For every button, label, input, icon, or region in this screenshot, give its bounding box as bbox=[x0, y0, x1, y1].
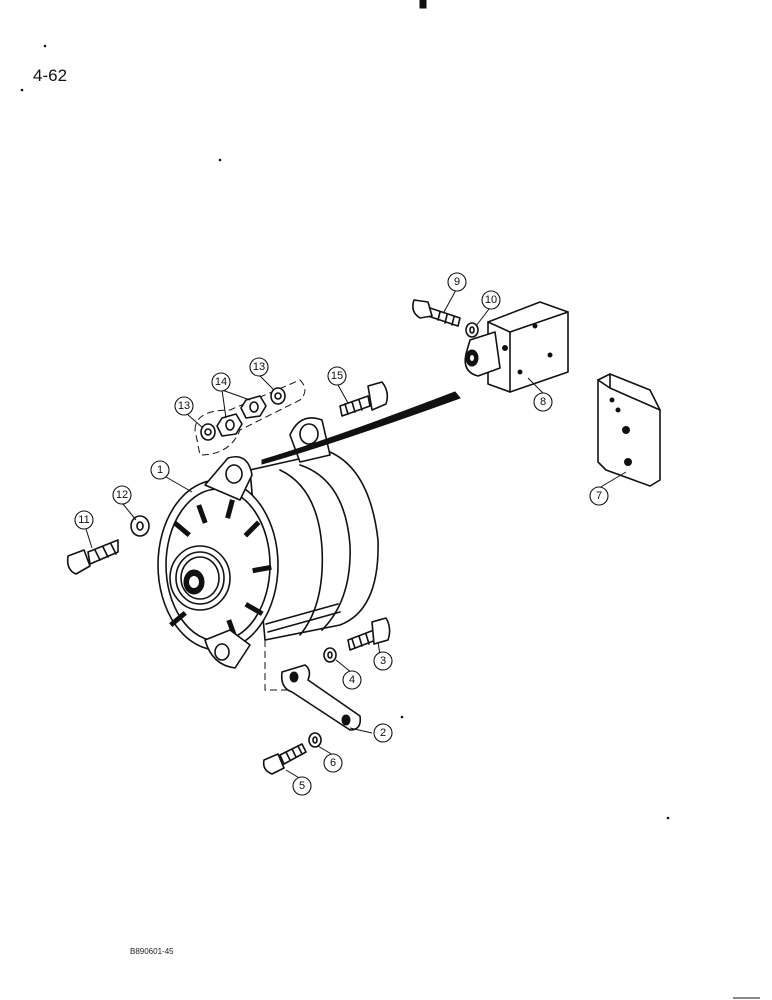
speck bbox=[20, 88, 24, 92]
svg-text:14: 14 bbox=[215, 376, 227, 388]
bolt-11 bbox=[66, 539, 119, 575]
svg-text:15: 15 bbox=[331, 370, 343, 382]
speck bbox=[400, 715, 404, 719]
svg-text:11: 11 bbox=[78, 514, 89, 526]
bolt-9 bbox=[412, 299, 461, 327]
speck bbox=[218, 158, 222, 162]
bolt-3 bbox=[347, 617, 391, 651]
page-number: 4-62 bbox=[33, 66, 68, 85]
svg-text:5: 5 bbox=[299, 780, 305, 792]
bolt-5 bbox=[262, 743, 307, 775]
svg-text:6: 6 bbox=[330, 757, 336, 769]
callout-13-left: 13 bbox=[174, 396, 194, 416]
mounting-bracket-8 bbox=[464, 301, 569, 393]
svg-text:1: 1 bbox=[157, 464, 163, 476]
bolt-15 bbox=[339, 381, 389, 417]
callout-13-right: 13 bbox=[249, 357, 269, 377]
svg-text:13: 13 bbox=[253, 361, 265, 373]
svg-text:4: 4 bbox=[349, 674, 355, 686]
callout-1: 1 bbox=[150, 460, 170, 480]
adjusting-link-2 bbox=[280, 664, 362, 731]
svg-text:3: 3 bbox=[380, 655, 386, 667]
spacer-plate-7 bbox=[597, 373, 661, 487]
speck bbox=[666, 816, 670, 820]
svg-text:2: 2 bbox=[380, 727, 386, 739]
svg-text:9: 9 bbox=[454, 276, 460, 288]
lock-washer-4 bbox=[323, 647, 337, 663]
callout-3: 3 bbox=[373, 651, 393, 671]
phantom-outline-lower bbox=[264, 640, 290, 691]
svg-text:10: 10 bbox=[485, 294, 497, 306]
lock-washer-13a bbox=[200, 423, 216, 441]
lock-washer-6 bbox=[308, 732, 322, 748]
callout-5: 5 bbox=[292, 776, 312, 796]
figure-code: B890601-45 bbox=[130, 947, 174, 956]
phantom-outline-upper bbox=[194, 379, 306, 456]
svg-text:8: 8 bbox=[540, 396, 546, 408]
washer-12 bbox=[130, 515, 150, 537]
top-crop-mark bbox=[419, 0, 427, 9]
callout-8: 8 bbox=[533, 392, 553, 412]
callout-15: 15 bbox=[327, 366, 347, 386]
callout-2: 2 bbox=[373, 723, 393, 743]
lock-washer-10 bbox=[465, 322, 479, 338]
svg-text:12: 12 bbox=[116, 489, 128, 501]
callout-7: 7 bbox=[589, 486, 609, 506]
callout-10: 10 bbox=[481, 290, 501, 310]
alternator-part bbox=[157, 391, 461, 669]
nut-14a bbox=[216, 413, 243, 437]
callout-11: 11 bbox=[74, 510, 94, 530]
speck bbox=[43, 44, 47, 48]
nut-14b bbox=[240, 395, 267, 419]
svg-text:13: 13 bbox=[178, 400, 190, 412]
callout-4: 4 bbox=[342, 670, 362, 690]
lock-washer-13b bbox=[270, 387, 286, 405]
callout-9: 9 bbox=[447, 272, 467, 292]
callout-12: 12 bbox=[112, 485, 132, 505]
svg-text:7: 7 bbox=[596, 490, 602, 502]
callout-14: 14 bbox=[211, 372, 231, 392]
callout-6: 6 bbox=[323, 753, 343, 773]
